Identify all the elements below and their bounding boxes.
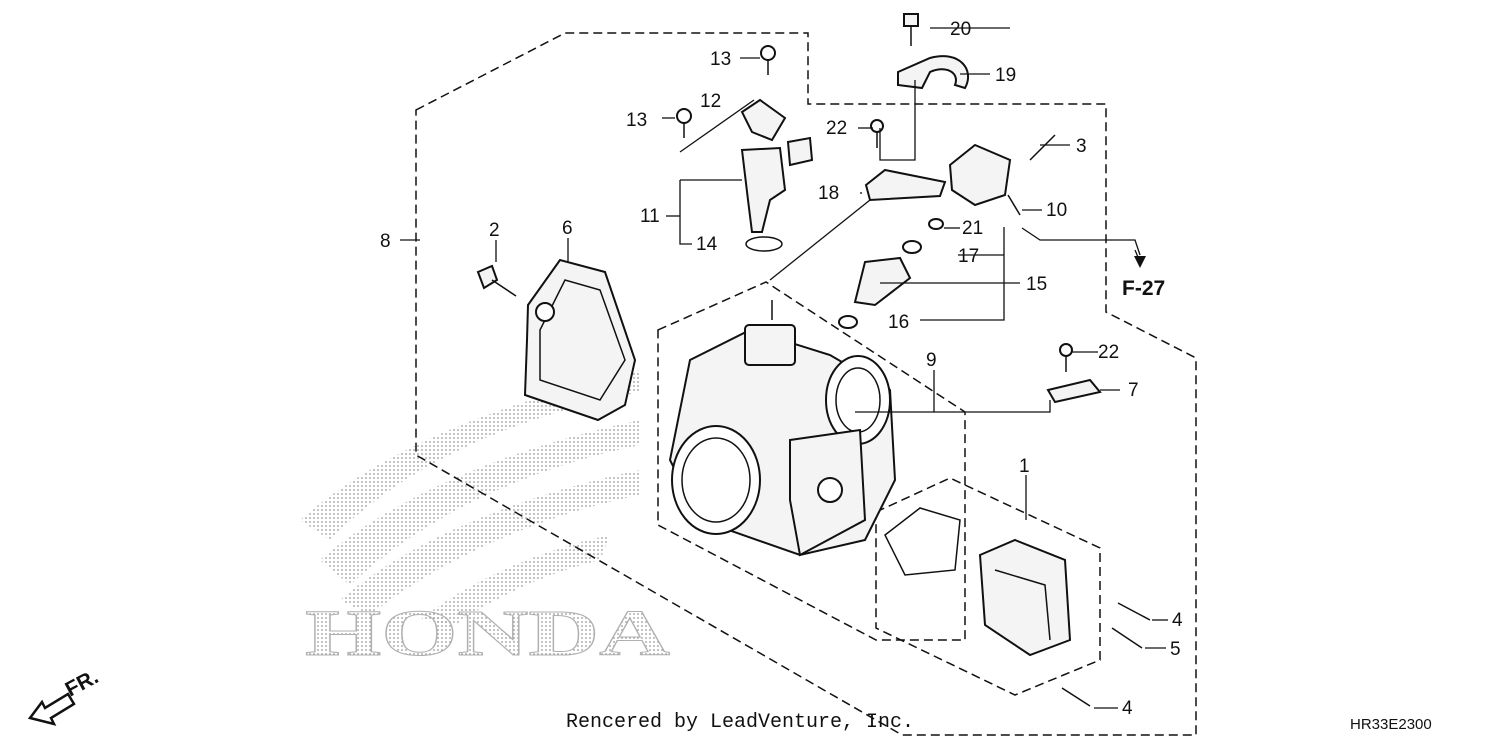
- part-2-bolt: [476, 264, 517, 297]
- callout-17: 17: [958, 246, 979, 267]
- callout-6: 6: [562, 218, 573, 239]
- part-14-o-ring: [745, 236, 783, 252]
- callout-13b: 13: [626, 110, 647, 131]
- part-15-injector: [838, 218, 944, 329]
- callout-20: 20: [950, 19, 971, 40]
- callout-5: 5: [1170, 639, 1181, 660]
- callout-4a: 4: [1172, 610, 1183, 631]
- reference-arrowhead: [1134, 256, 1146, 268]
- part-3-bolt: [1029, 134, 1056, 161]
- callout-3: 3: [1076, 136, 1087, 157]
- part-7-bracket: [1046, 378, 1102, 404]
- part-13-screws: [676, 45, 776, 138]
- callout-14: 14: [696, 234, 718, 255]
- part-11-sensor: [740, 136, 814, 233]
- callout-19: 19: [995, 65, 1016, 86]
- callout-15: 15: [1026, 274, 1047, 295]
- part-6-cover: [523, 258, 637, 422]
- part-1-sensor: [978, 538, 1072, 657]
- part-10-sensor: [948, 143, 1021, 216]
- part-9-throttle-body: [668, 300, 897, 557]
- group-outline-1: [875, 477, 1101, 696]
- honda-watermark-logo: HONDA: [305, 597, 670, 670]
- diagram-code: HR33E2300: [1350, 716, 1432, 733]
- group-outline-9: [657, 281, 966, 641]
- reference-label: F-27: [1122, 277, 1165, 300]
- render-credit: Rencered by LeadVenture, Inc.: [566, 711, 915, 734]
- callout-12: 12: [700, 91, 721, 112]
- callout-7: 7: [1128, 380, 1139, 401]
- callout-11: 11: [640, 206, 660, 227]
- callout-2: 2: [489, 220, 500, 241]
- callout-8: 8: [380, 231, 391, 252]
- part-18-stay: [864, 168, 947, 202]
- leader-lines: [400, 27, 1168, 709]
- callout-9: 9: [926, 350, 937, 371]
- part-19-clamp: [897, 55, 970, 90]
- group-outline-8: [415, 32, 1197, 736]
- callout-21: 21: [962, 218, 983, 239]
- honda-wing-watermark: [300, 370, 640, 625]
- callout-4b: 4: [1122, 698, 1133, 719]
- front-direction-arrow: [27, 692, 76, 726]
- part-20-bolt: [903, 13, 919, 46]
- part-12-grommet: [740, 98, 787, 142]
- callout-10: 10: [1046, 200, 1067, 221]
- callout-13a: 13: [710, 49, 731, 70]
- callout-18: 18: [818, 183, 839, 204]
- callout-16: 16: [888, 312, 909, 333]
- part-4-5-bolts: [1061, 602, 1151, 707]
- callout-22b: 22: [1098, 342, 1119, 363]
- gasket: [884, 507, 961, 576]
- callout-22a: 22: [826, 118, 847, 139]
- callout-1: 1: [1019, 456, 1030, 477]
